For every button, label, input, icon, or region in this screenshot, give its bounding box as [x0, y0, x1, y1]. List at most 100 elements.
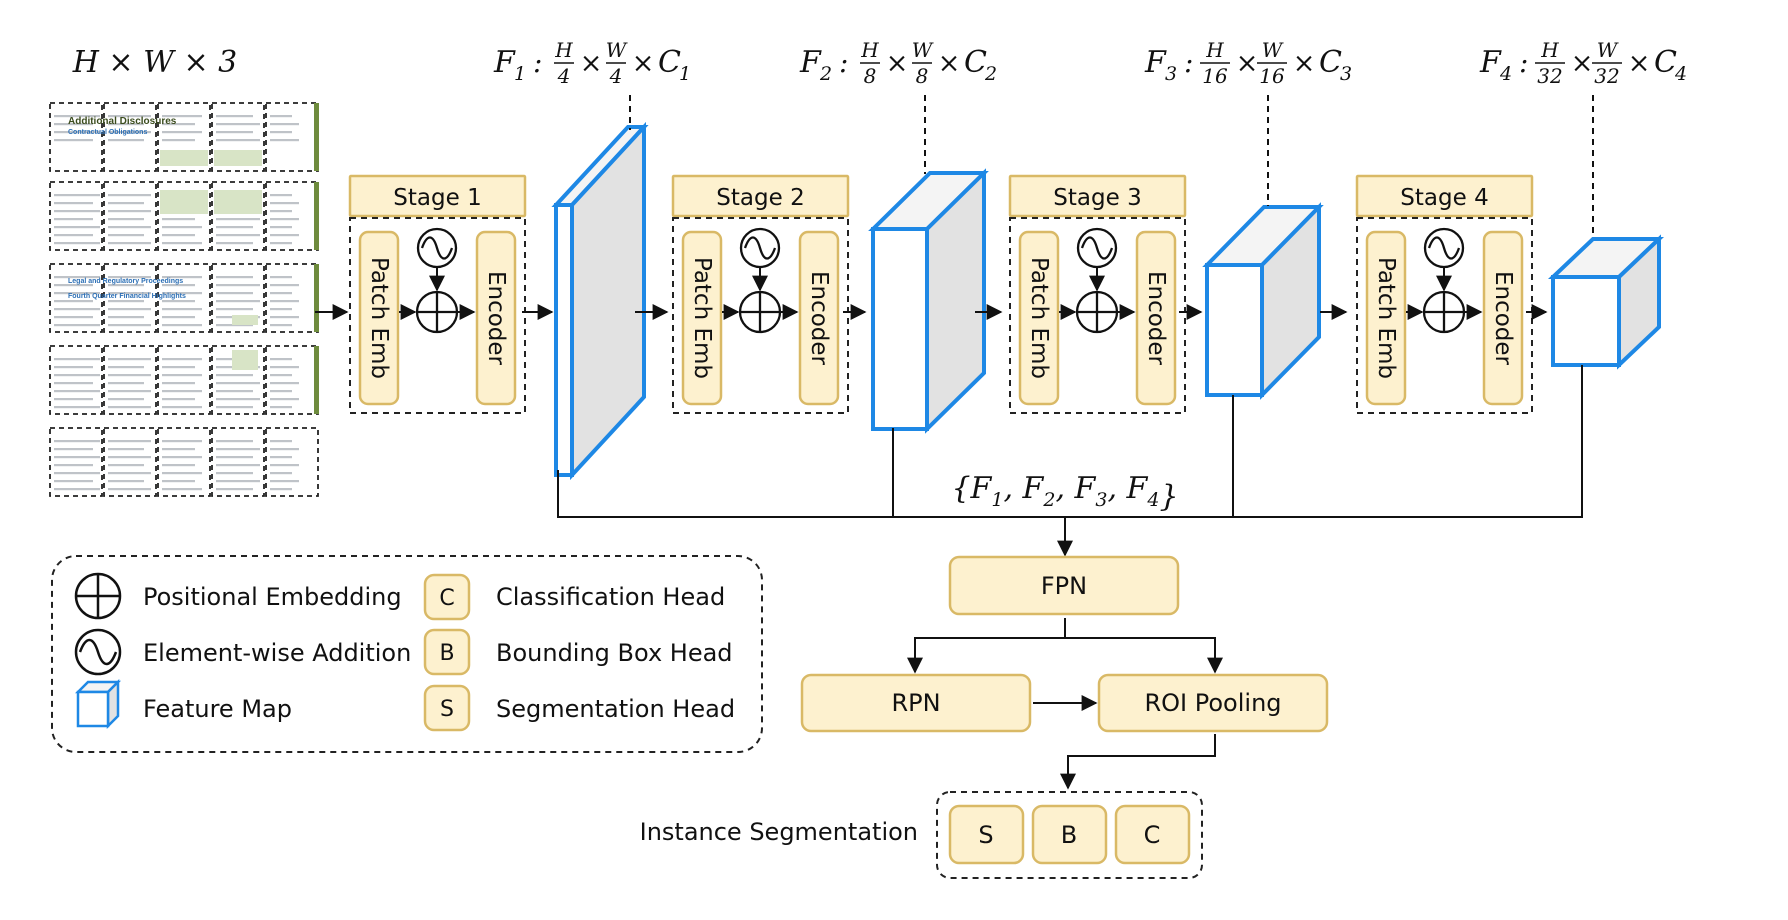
document-text-line [270, 218, 299, 221]
legend-s-key: S [440, 697, 454, 722]
feature-name: F [1144, 45, 1167, 80]
stage-body [672, 217, 849, 414]
patch-emb-box [1365, 230, 1407, 406]
document-text-line [270, 234, 299, 237]
feature-bus [557, 365, 1583, 518]
document-text-line [108, 139, 144, 142]
document-text-line [216, 242, 253, 245]
document-text-line [270, 448, 299, 451]
document-text-line [216, 308, 253, 311]
document-text-line [162, 115, 202, 118]
document-table-highlight [160, 190, 208, 214]
document-text-line [270, 226, 292, 229]
document-text-line [54, 374, 100, 377]
times-sign: × [886, 48, 909, 79]
patch-emb-box [1018, 230, 1060, 406]
legend-b-key: B [439, 641, 454, 666]
document-text-line [270, 480, 299, 483]
fpn-label: FPN [1041, 572, 1087, 600]
legend-elementwise-label: Element-wise Addition [143, 639, 411, 667]
times-sign: × [1628, 48, 1651, 79]
feature-map-front [554, 203, 574, 477]
document-text-line [54, 131, 100, 134]
document-text-line [108, 382, 144, 385]
encoder-label: Encoder [483, 271, 509, 366]
legend-s-badge [423, 684, 471, 732]
times-sign: × [1293, 48, 1316, 79]
document-text-line [54, 324, 100, 327]
document-text-line [270, 456, 292, 459]
output-head-box-b [1031, 804, 1108, 865]
document-text-line [270, 292, 292, 295]
roi-pooling-box [1097, 673, 1329, 733]
document-text-line [108, 488, 151, 491]
patch-emb-box [681, 230, 723, 406]
document-text-line [270, 202, 299, 205]
document-text-line [216, 448, 260, 451]
document-text-line [54, 210, 100, 213]
document-text-line [108, 131, 151, 134]
document-text-line [216, 406, 253, 409]
elementwise-addition-icon [1423, 227, 1465, 269]
feature-map-f3 [1202, 202, 1324, 400]
document-text-line [270, 210, 292, 213]
fraction-denominator-w: 4 [609, 64, 623, 88]
document-patch [49, 427, 103, 497]
document-text-line [162, 123, 195, 126]
document-text-line [108, 300, 144, 303]
document-text-line [108, 480, 144, 483]
document-patch [103, 263, 157, 333]
document-text-line [216, 456, 253, 459]
feature-set-item-name: F [1074, 471, 1097, 506]
feature-set-open-brace: { [951, 471, 970, 506]
feature-subscript: 2 [819, 63, 832, 85]
feature-map-icon [74, 678, 122, 730]
output-heads-group [936, 791, 1203, 879]
document-patch [103, 345, 157, 415]
elementwise-addition-icon [1076, 227, 1118, 269]
document-text-line [270, 464, 299, 467]
document-text-line [216, 374, 253, 377]
feature-map-f4 [1547, 234, 1665, 370]
roi-pooling-label: ROI Pooling [1144, 689, 1281, 717]
document-text-line [162, 139, 195, 142]
document-patch [49, 345, 103, 415]
document-text-line [270, 308, 292, 311]
document-text-line [108, 324, 151, 327]
positional-embedding-icon [738, 290, 782, 334]
channel-subscript: 3 [1340, 63, 1352, 85]
feature-colon: : [1519, 46, 1528, 79]
document-text-line [54, 382, 93, 385]
document-text-line [216, 300, 260, 303]
arrow-fpn-to-rpn [907, 618, 1066, 674]
output-head-box-c [1114, 804, 1191, 865]
feature-name: F [1479, 45, 1502, 80]
document-text-line [108, 202, 144, 205]
feature-set-item-name: F [1126, 471, 1149, 506]
feature-map-front [1205, 263, 1264, 397]
document-section-legal: Legal and Regulatory Proceedings [68, 278, 183, 285]
document-text-line [270, 316, 299, 319]
document-text-line [216, 440, 253, 443]
output-head-label-c: C [1144, 821, 1161, 849]
document-text-line [270, 242, 292, 245]
document-text-line [270, 139, 299, 142]
document-text-line [54, 234, 93, 237]
document-text-line [54, 448, 93, 451]
stage-body [1356, 217, 1533, 414]
feature-set-separator: , [1107, 471, 1126, 506]
document-text-line [54, 242, 100, 245]
document-table-highlight [214, 190, 262, 214]
document-text-line [54, 276, 100, 279]
document-text-line [270, 382, 299, 385]
document-text-line [270, 406, 292, 409]
document-text-line [54, 284, 93, 287]
document-text-line [270, 440, 292, 443]
document-text-line [270, 358, 292, 361]
document-text-line [108, 374, 151, 377]
document-text-line [54, 456, 100, 459]
channel-subscript: 2 [984, 63, 997, 85]
document-text-line [162, 398, 195, 401]
